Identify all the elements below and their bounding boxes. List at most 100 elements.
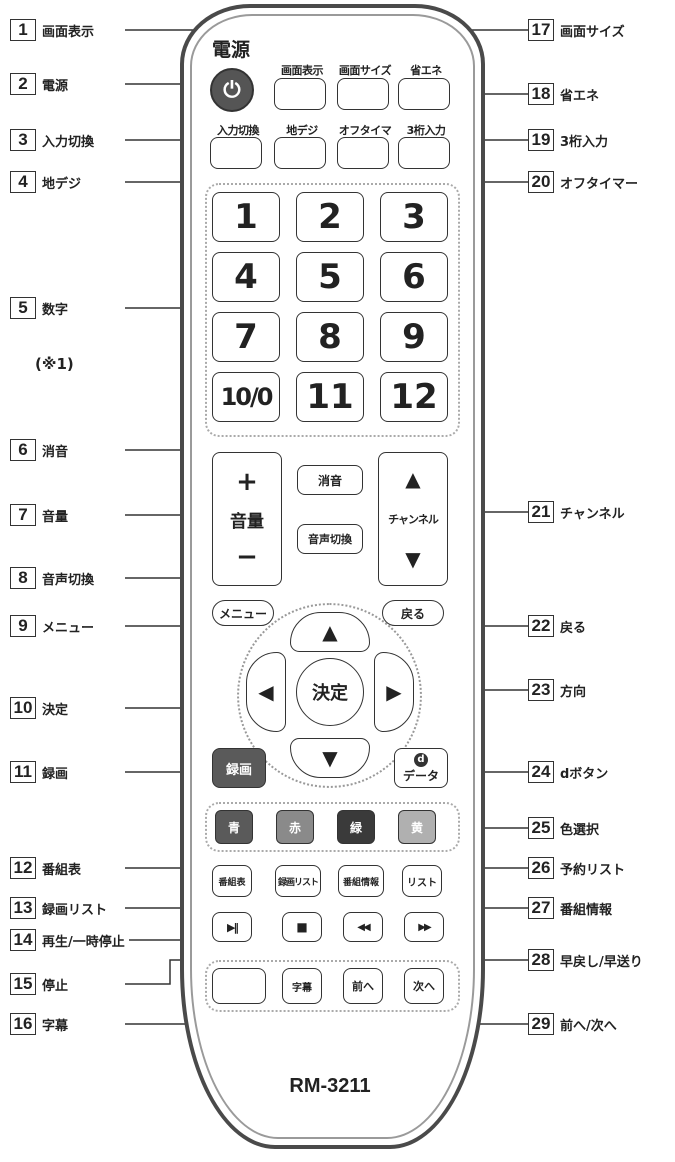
arrow-right-button[interactable]: ▶ xyxy=(374,652,414,732)
callout-label-7: 音量 xyxy=(42,506,73,525)
volume-label: 音量 xyxy=(230,511,264,532)
channel-label: チャンネル xyxy=(388,513,439,526)
numpad-frame xyxy=(205,183,460,437)
callout-number-29: 29 xyxy=(528,1013,554,1035)
callout-label-18: 省エネ xyxy=(560,85,604,104)
three-digit-button[interactable] xyxy=(398,137,450,169)
number-button-5[interactable]: 5 xyxy=(296,252,364,302)
callout-number-28: 28 xyxy=(528,949,554,971)
callout-number-13: 13 xyxy=(10,897,36,919)
epg-button[interactable]: 番組表 xyxy=(212,865,252,897)
arrow-up-button[interactable]: ▲ xyxy=(290,612,370,652)
terrestrial-button[interactable] xyxy=(274,137,326,169)
number-button-9[interactable]: 9 xyxy=(380,312,448,362)
callout-label-5: 数字 xyxy=(42,299,73,318)
callout-number-14: 14 xyxy=(10,929,36,951)
callout-number-16: 16 xyxy=(10,1013,36,1035)
volume-rocker[interactable]: + 音量 − xyxy=(212,452,282,586)
number-button-2[interactable]: 2 xyxy=(296,192,364,242)
callout-label-19: 3桁入力 xyxy=(560,131,613,150)
stop-button[interactable]: ■ xyxy=(282,912,322,942)
blank-button[interactable] xyxy=(212,968,266,1004)
channel-up-icon: ▲ xyxy=(405,467,421,491)
callout-number-2: 2 xyxy=(10,73,36,95)
callout-number-27: 27 xyxy=(528,897,554,919)
recording-list-button[interactable]: 録画リスト xyxy=(275,865,321,897)
input-button[interactable] xyxy=(210,137,262,169)
arrow-left-button[interactable]: ◀ xyxy=(246,652,286,732)
subtitle-button[interactable]: 字幕 xyxy=(282,968,322,1004)
number-button-4[interactable]: 4 xyxy=(212,252,280,302)
reserve-list-button[interactable]: リスト xyxy=(402,865,442,897)
fast-forward-button[interactable]: ▶▶ xyxy=(404,912,444,942)
callout-number-21: 21 xyxy=(528,501,554,523)
callout-label-12: 番組表 xyxy=(42,859,86,878)
display-button[interactable] xyxy=(274,78,326,110)
eco-label: 省エネ xyxy=(410,64,442,77)
callout-label-11: 録画 xyxy=(42,763,73,782)
menu-button[interactable]: メニュー xyxy=(212,600,274,626)
callout-number-9: 9 xyxy=(10,615,36,637)
callout-number-11: 11 xyxy=(10,761,36,783)
power-icon: ⏻ xyxy=(223,77,241,103)
color-button-4[interactable]: 黄 xyxy=(398,810,436,844)
color-button-1[interactable]: 青 xyxy=(215,810,253,844)
number-button-7[interactable]: 7 xyxy=(212,312,280,362)
off-timer-button[interactable] xyxy=(337,137,389,169)
number-button-11[interactable]: 11 xyxy=(296,372,364,422)
dpad-ring xyxy=(237,603,422,788)
screen-size-button[interactable] xyxy=(337,78,389,110)
mute-button[interactable]: 消音 xyxy=(297,465,363,495)
number-button-10[interactable]: 10/0 xyxy=(212,372,280,422)
data-button[interactable]: d データ xyxy=(394,748,448,788)
eco-button[interactable] xyxy=(398,78,450,110)
callout-label-4: 地デジ xyxy=(42,173,86,192)
callout-label-20: オフタイマー xyxy=(560,173,643,192)
callout-label-10: 決定 xyxy=(42,699,73,718)
callout-label-6: 消音 xyxy=(42,441,73,460)
callout-label-16: 字幕 xyxy=(42,1015,73,1034)
audio-switch-button[interactable]: 音声切換 xyxy=(297,524,363,554)
program-info-button[interactable]: 番組情報 xyxy=(338,865,384,897)
color-button-3[interactable]: 緑 xyxy=(337,810,375,844)
bottom-frame xyxy=(205,960,460,1012)
number-button-8[interactable]: 8 xyxy=(296,312,364,362)
play-pause-button[interactable]: ▶‖ xyxy=(212,912,252,942)
callout-number-24: 24 xyxy=(528,761,554,783)
color-button-2[interactable]: 赤 xyxy=(276,810,314,844)
callout-label-26: 予約リスト xyxy=(560,859,630,878)
callout-number-12: 12 xyxy=(10,857,36,879)
callout-number-26: 26 xyxy=(528,857,554,879)
callout-label-8: 音声切換 xyxy=(42,569,99,588)
power-button[interactable]: ⏻ xyxy=(210,68,254,112)
channel-down-icon: ▼ xyxy=(405,547,421,571)
model-number: RM-3211 xyxy=(289,1075,371,1097)
callout-number-25: 25 xyxy=(528,817,554,839)
callout-label-13: 録画リスト xyxy=(42,899,112,918)
ok-button[interactable]: 決定 xyxy=(296,658,364,726)
callout-number-8: 8 xyxy=(10,567,36,589)
number-button-6[interactable]: 6 xyxy=(380,252,448,302)
callout-number-15: 15 xyxy=(10,973,36,995)
rewind-button[interactable]: ◀◀ xyxy=(343,912,383,942)
record-button[interactable]: 録画 xyxy=(212,748,266,788)
callout-label-2: 電源 xyxy=(42,75,73,94)
number-button-3[interactable]: 3 xyxy=(380,192,448,242)
number-button-12[interactable]: 12 xyxy=(380,372,448,422)
prev-button[interactable]: 前へ xyxy=(343,968,383,1004)
remote-inner-outline xyxy=(190,14,475,1139)
screen-size-label: 画面サイズ xyxy=(338,64,392,77)
next-button[interactable]: 次へ xyxy=(404,968,444,1004)
callout-number-22: 22 xyxy=(528,615,554,637)
back-button[interactable]: 戻る xyxy=(382,600,444,626)
callout-number-6: 6 xyxy=(10,439,36,461)
footnote-marker: (※1) xyxy=(35,355,74,373)
callout-number-3: 3 xyxy=(10,129,36,151)
volume-down-sign: − xyxy=(236,541,258,572)
callout-number-5: 5 xyxy=(10,297,36,319)
callout-number-20: 20 xyxy=(528,171,554,193)
callout-label-14: 再生/一時停止 xyxy=(42,931,129,950)
number-button-1[interactable]: 1 xyxy=(212,192,280,242)
input-label: 入力切換 xyxy=(217,124,260,137)
channel-rocker[interactable]: ▲ チャンネル ▼ xyxy=(378,452,448,586)
